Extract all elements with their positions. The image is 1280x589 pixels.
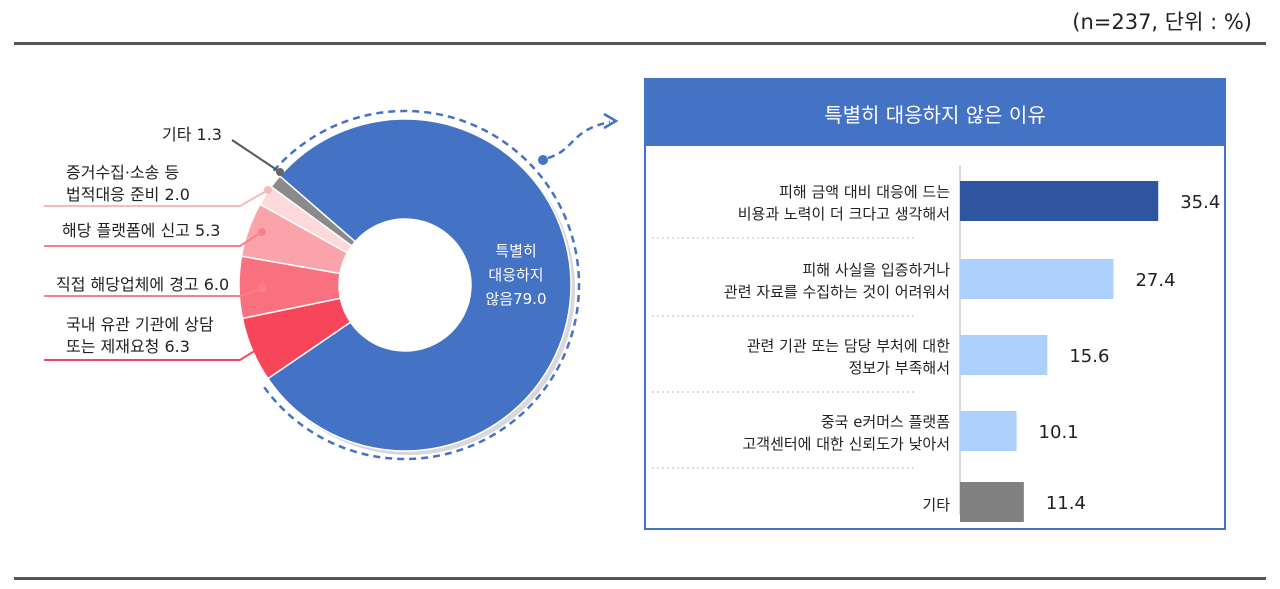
arrow-head-icon (603, 112, 619, 130)
bar-value-label: 11.4 (1046, 493, 1086, 514)
bar (960, 181, 1159, 221)
callout-dot (268, 336, 276, 344)
callout-dot (258, 284, 266, 292)
platform-label: 해당 플랫폼에 신고 5.3 (62, 221, 220, 240)
bar-value-label: 35.4 (1180, 192, 1220, 213)
reason-panel: 특별히 대응하지 않은 이유 (644, 78, 1226, 530)
panel-title: 특별히 대응하지 않은 이유 (646, 80, 1224, 146)
callout-line (44, 231, 263, 247)
bottom-rule (14, 577, 1266, 580)
callout-line (44, 189, 269, 207)
unit-note: (n=237, 단위 : %) (1072, 10, 1252, 34)
callout-line (44, 287, 263, 297)
warn-label: 직접 해당업체에 경고 6.0 (56, 275, 229, 294)
main-slice-label: 대응하지 (488, 266, 543, 284)
bar-category-label: 기타 (922, 496, 950, 514)
top-rule (14, 42, 1266, 45)
dashed-arc (261, 109, 581, 461)
bar-value-label: 15.6 (1069, 346, 1109, 367)
agency-label: 또는 제재요청 6.3 (66, 337, 190, 356)
connector-arrow (547, 120, 611, 160)
main-slice-label: 않음79.0 (486, 290, 547, 308)
bar (960, 259, 1114, 299)
bar-category-label: 중국 e커머스 플랫폼 (821, 413, 950, 431)
donut-hole (339, 219, 471, 351)
callout-dot (264, 186, 272, 194)
bar-category-label: 피해 사실을 입증하거나 (802, 261, 950, 279)
bar (960, 335, 1048, 375)
bar-value-label: 10.1 (1039, 422, 1079, 443)
other-label: 기타 1.3 (162, 125, 222, 144)
bar (960, 482, 1024, 522)
bar-category-label: 정보가 부족해서 (849, 359, 950, 377)
bar-category-label: 관련 기관 또는 담당 부처에 대한 (747, 337, 950, 355)
bar-value-label: 27.4 (1135, 270, 1175, 291)
legal-label: 법적대응 준비 2.0 (66, 185, 190, 204)
connector-dot (538, 155, 548, 165)
bar (960, 411, 1017, 451)
bar-category-label: 비용과 노력이 더 크다고 생각해서 (738, 205, 950, 223)
agency-label: 국내 유관 기관에 상담 (66, 315, 214, 334)
callout-dot (258, 228, 266, 236)
callout-dot (276, 168, 284, 176)
bar-category-label: 고객센터에 대한 신뢰도가 낮아서 (742, 435, 950, 453)
bar-category-label: 관련 자료를 수집하는 것이 어려워서 (724, 283, 950, 301)
legal-label: 증거수집·소송 등 (66, 163, 179, 182)
bar-category-label: 피해 금액 대비 대응에 드는 (779, 183, 950, 201)
callout-line (44, 339, 273, 361)
callout-line (231, 139, 281, 173)
main-slice-label: 특별히 (495, 242, 536, 260)
